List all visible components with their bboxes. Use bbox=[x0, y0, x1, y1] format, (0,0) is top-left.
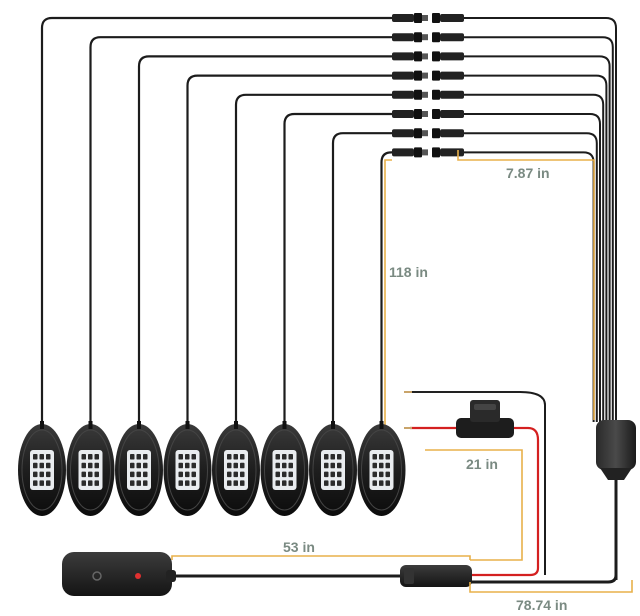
dimension-lines bbox=[171, 150, 633, 593]
wire-connector-icon bbox=[392, 89, 464, 100]
power-wires bbox=[404, 391, 546, 577]
pod-cable bbox=[186, 74, 392, 425]
pod-cable bbox=[40, 16, 392, 425]
pod-cables bbox=[40, 16, 392, 425]
control-module-icon bbox=[172, 565, 472, 587]
dimension-label-connector-lead: 7.87 in bbox=[506, 165, 550, 181]
wire-connector-icon bbox=[392, 70, 464, 81]
remote-controller-icon bbox=[62, 552, 176, 596]
pod-cable bbox=[89, 36, 392, 425]
wire-connector-icon bbox=[392, 32, 464, 43]
led-rock-light-pod-icon bbox=[212, 421, 260, 516]
led-rock-light-pod-icon bbox=[115, 421, 163, 516]
pod-cable bbox=[331, 132, 392, 425]
junction-cable bbox=[464, 74, 608, 422]
led-rock-light-pod-icon bbox=[18, 421, 66, 516]
pod-cable bbox=[137, 55, 392, 425]
led-rock-light-pod-icon bbox=[163, 421, 212, 516]
led-rock-light-pod-icon bbox=[66, 421, 115, 516]
wire-connector-icon bbox=[392, 109, 464, 119]
junction-cable bbox=[464, 113, 601, 422]
inline-fuse-holder-icon bbox=[456, 400, 514, 438]
wire-connector-icon bbox=[392, 147, 464, 158]
junction-cable bbox=[464, 151, 595, 422]
light-pod-row bbox=[18, 421, 406, 516]
led-rock-light-pod-icon bbox=[309, 421, 357, 516]
led-rock-light-pod-icon bbox=[357, 421, 406, 516]
junction-cable bbox=[464, 132, 598, 422]
junction-cable bbox=[464, 36, 614, 422]
pod-cable bbox=[234, 93, 392, 425]
junction-cable bbox=[464, 93, 605, 422]
connector-to-junction-cables bbox=[464, 17, 617, 422]
pod-cable bbox=[380, 151, 392, 425]
dimension-label-fuse-lead: 21 in bbox=[466, 456, 498, 472]
dimension-label-power-cable: 78.74 in bbox=[516, 597, 567, 613]
wire-connector-icon bbox=[392, 128, 464, 139]
pod-cable bbox=[283, 112, 392, 425]
wire-junction-icon bbox=[470, 420, 636, 584]
wire-connector-icon bbox=[392, 13, 464, 23]
wire-connector-icon bbox=[392, 51, 464, 62]
led-rock-light-pod-icon bbox=[260, 421, 309, 516]
junction-cable bbox=[464, 17, 617, 422]
connector-column bbox=[392, 13, 464, 158]
dimension-label-controller-cable: 53 in bbox=[283, 539, 315, 555]
junction-cable bbox=[464, 55, 611, 422]
dimension-label-pod-cable: 118 in bbox=[389, 264, 428, 280]
